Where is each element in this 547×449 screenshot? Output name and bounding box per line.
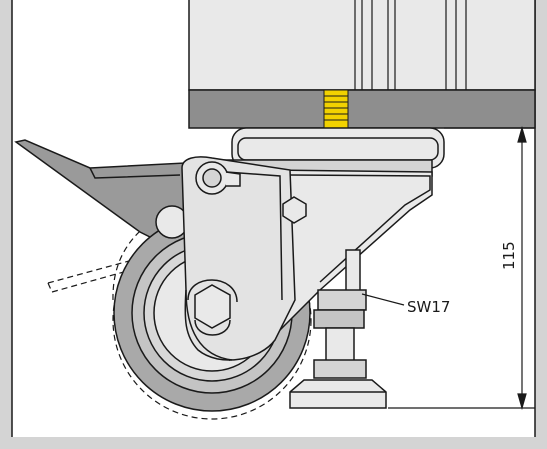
hex-nut-icon bbox=[282, 196, 307, 224]
mounting-plate bbox=[188, 89, 536, 129]
frame-right-rail bbox=[535, 0, 547, 449]
height-dimension-label: 115 bbox=[500, 241, 518, 270]
frame-bottom-rail bbox=[0, 437, 547, 449]
pivot-eye bbox=[195, 161, 241, 195]
leveling-spindle bbox=[289, 249, 387, 409]
wrench-size-label: SW17 bbox=[407, 298, 450, 316]
frame-left-rail bbox=[0, 0, 12, 449]
sw17-leader-line bbox=[361, 293, 405, 306]
thread-marker-icon bbox=[323, 89, 349, 129]
height-dimension bbox=[388, 125, 535, 411]
machine-housing bbox=[188, 0, 536, 129]
hex-socket-icon bbox=[187, 279, 238, 336]
